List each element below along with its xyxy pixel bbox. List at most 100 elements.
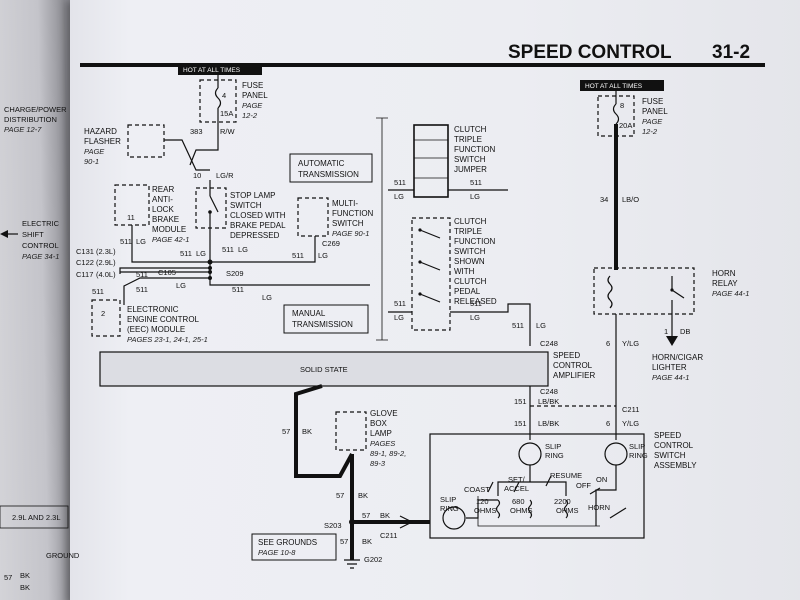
conn-c117: C117 [76,270,93,279]
slip-ring-bottom-label: SLIP [440,495,456,504]
resistor-2200: 2200 [554,497,571,506]
left-charge-power: CHARGE/POWER [4,105,67,114]
wire-511-b: 511 [180,249,192,258]
wire-511-k1: 511 [394,299,406,308]
stop-lamp-line3: CLOSED WITH [230,211,286,220]
switch-set: SET/ [508,475,526,484]
wire-rw: R/W [220,127,236,136]
clutch-line1: CLUTCH [454,217,487,226]
assembly-line3: SWITCH [654,451,686,460]
splice-2 [208,266,212,270]
glove-page3: 89-3 [370,459,386,468]
wire-511-e: 511 [232,285,244,294]
wire-57-c: 57 [362,511,370,520]
see-grounds-box: SEE GROUNDS PAGE 10-8 [251,533,337,561]
slip-ring-left-label: SLIP [545,442,561,451]
left-bk2: BK [20,583,30,592]
multi-line3: SWITCH [332,219,364,228]
wire-511-f: 511 [136,270,148,279]
eec-pin: 2 [101,309,105,318]
left-electric: ELECTRIC [22,219,60,228]
clutch-line5: SHOWN [454,257,485,266]
s209-splice [207,259,213,265]
conn-c131-eng: (2.3L) [96,247,116,256]
wire-511-j1: 511 [394,178,406,187]
wire-383: 383 [190,127,203,136]
horn-lighter-page: PAGE 44-1 [652,373,689,382]
rear-abs-line1: REAR [152,185,174,194]
clutch-line8: PEDAL [454,287,481,296]
left-shift: SHIFT [22,230,44,239]
wire-10: 10 [193,171,201,180]
grounds-page: PAGE 10-8 [258,548,296,557]
fuse-left-amps: 15A [220,109,233,118]
splice-s209: S209 [226,269,244,278]
wire-6-a: 6 [606,339,610,348]
wire-511-a: 511 [120,237,132,246]
horn-relay-line2: RELAY [712,279,738,288]
slip-ring-left [518,442,542,466]
stop-lamp-line1: STOP LAMP [230,191,276,200]
left-page-text: CHARGE/POWER DISTRIBUTION PAGE 12-7 ELEC… [0,105,80,592]
resistor-680-ohms: OHMS [510,506,533,515]
clutch-wires [388,303,531,346]
fuse-right-line1: FUSE [642,97,663,106]
jumper-line4: SWITCH [454,155,486,164]
jumper-line1: CLUTCH [454,125,487,134]
clutch-jumper: CLUTCH TRIPLE FUNCTION SWITCH JUMPER [413,124,496,198]
clutch-line9: RELEASED [454,297,497,306]
resistor-120-ohms: OHMS [474,506,497,515]
left-engine-note: 2.9L AND 2.3L [12,513,61,522]
hazard-page1: PAGE [84,147,105,156]
eec-line3: (EEC) MODULE [127,325,185,334]
wire-511-g: 511 [92,287,104,296]
conn-c248-top: C248 [540,339,558,348]
multi-page: PAGE 90-1 [332,229,369,238]
left-shift-page: PAGE 34-1 [22,252,59,261]
hazard-flasher: HAZARD FLASHER PAGE 90-1 [84,124,165,166]
left-ground: GROUND [46,551,80,560]
wire-ylg-a: Y/LG [622,339,639,348]
clutch-line4: SWITCH [454,247,486,256]
wire-lg-c: LG [238,245,248,254]
resistor-680: 680 [512,497,525,506]
multi-function-switch: MULTI- FUNCTION SWITCH PAGE 90-1 C269 [297,197,374,248]
ground-g202: G202 [364,555,382,564]
wire-lbo: LB/O [622,195,639,204]
glove-line3: LAMP [370,429,392,438]
grounds-line1: SEE GROUNDS [258,538,317,547]
stop-lamp-line5: DEPRESSED [230,231,280,240]
glove-box-lamp: GLOVE BOX LAMP PAGES 89-1, 89-2, 89-3 [335,409,406,468]
multi-line1: MULTI- [332,199,358,208]
slip-ring-right-label: SLIP [629,442,645,451]
stop-lamp-line4: BRAKE PEDAL [230,221,286,230]
eec-line1: ELECTRONIC [127,305,179,314]
speed-control-switch-assembly: SLIP RING SLIP RING SLIP RING RESUME COA… [429,431,697,539]
rear-abs-line4: BRAKE [152,215,179,224]
stop-lamp-line2: SWITCH [230,201,262,210]
c211-connector-arrow [399,515,414,529]
wire-bk-b: BK [358,491,368,500]
fuse-right-line2: PANEL [642,107,668,116]
fuse-left: 4 15A FUSE PANEL PAGE 12-2 [199,75,268,140]
glove-page2: 89-1, 89-2, [370,449,406,458]
wire-57-a: 57 [282,427,290,436]
glove-line1: GLOVE [370,409,398,418]
fuse-right-amps: 20A [619,121,632,130]
glove-page1: PAGES [370,439,395,448]
wire-151-b: 151 [514,419,527,428]
wire-151-a: 151 [514,397,527,406]
horn-lighter-line2: LIGHTER [652,363,687,372]
amplifier-line1: SPEED [553,351,580,360]
fuse-left-page2: 12-2 [242,111,258,120]
rear-abs-page: PAGE 42-1 [152,235,189,244]
fuse-right: 8 20A FUSE PANEL PAGE 12-2 [597,91,668,137]
conn-c248-bottom: C248 [540,387,558,396]
switch-off: OFF [576,481,591,490]
splice-s203: S203 [324,521,342,530]
hazard-line1: HAZARD [84,127,117,136]
wire-bk-d: BK [362,537,372,546]
jumper-line5: JUMPER [454,165,487,174]
horn-arrow [666,336,678,346]
left-bk: BK [20,571,30,580]
